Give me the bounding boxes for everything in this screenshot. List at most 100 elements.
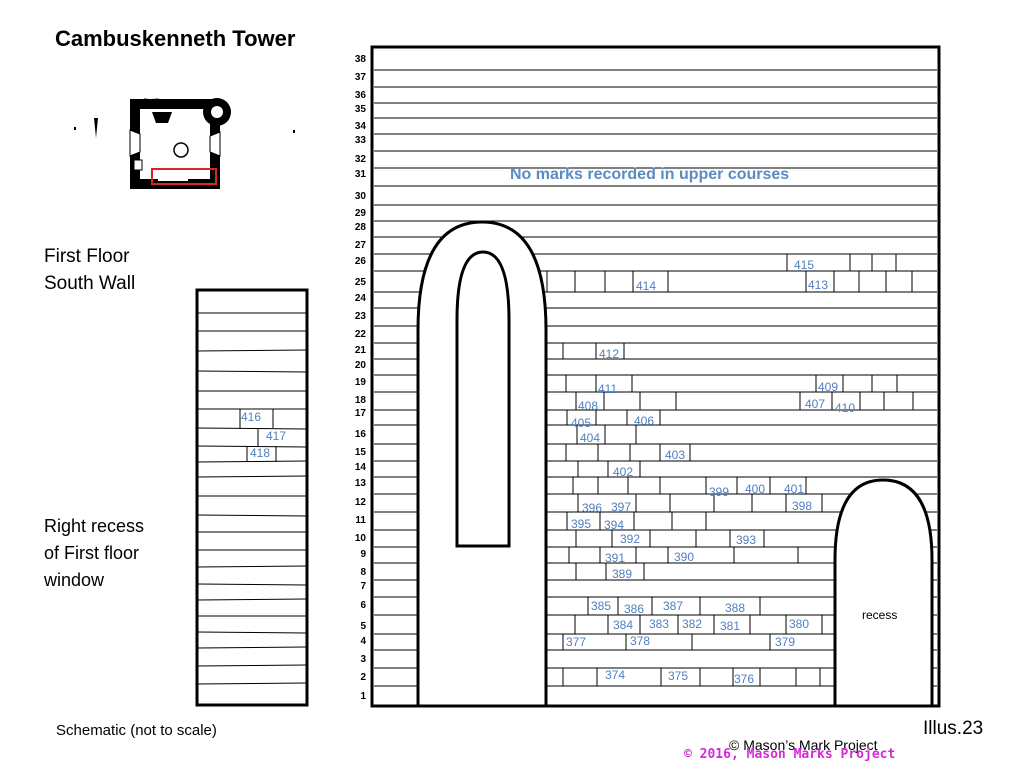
highlight-box <box>151 168 217 185</box>
course-number: 18 <box>354 395 366 406</box>
plan-floor-label: First Floor <box>144 98 167 104</box>
mason-mark-410: 410 <box>835 401 856 415</box>
main-wall <box>370 45 941 708</box>
course-number: 8 <box>360 567 366 578</box>
mason-mark-382: 382 <box>682 617 703 631</box>
mason-mark-376: 376 <box>734 672 755 686</box>
mason-mark-416: 416 <box>241 410 262 424</box>
mason-mark-418: 418 <box>250 446 271 460</box>
recess-course-line <box>196 514 307 517</box>
recess-course-line <box>196 664 307 667</box>
mason-mark-391: 391 <box>605 551 626 565</box>
mason-mark-400: 400 <box>745 482 766 496</box>
recess-course-line <box>196 370 307 373</box>
recess-course-line <box>196 598 307 601</box>
illustration-number: Illus.23 <box>923 718 984 739</box>
course-number: 30 <box>354 191 366 202</box>
mason-mark-411: 411 <box>598 382 618 396</box>
mason-mark-393: 393 <box>736 533 757 547</box>
course-number: 7 <box>360 581 366 592</box>
recess-arch-label: recess <box>862 608 898 622</box>
course-number: 17 <box>354 408 366 419</box>
page-title: Cambuskenneth Tower <box>55 26 296 51</box>
recess-course-line <box>196 349 307 352</box>
mason-mark-375: 375 <box>668 669 689 683</box>
recess-course-line <box>196 565 307 568</box>
course-number: 4 <box>360 636 366 647</box>
mason-mark-402: 402 <box>613 465 634 479</box>
course-number: 1 <box>360 691 366 702</box>
mason-mark-396: 396 <box>582 501 603 515</box>
mason-mark-374: 374 <box>605 668 626 682</box>
course-number: 36 <box>354 90 366 101</box>
mason-mark-379: 379 <box>775 635 796 649</box>
mason-mark-390: 390 <box>674 550 695 564</box>
mason-mark-414: 414 <box>636 279 657 293</box>
course-number: 29 <box>354 208 366 219</box>
course-number: 11 <box>355 515 366 526</box>
mason-mark-378: 378 <box>630 634 651 648</box>
mason-mark-403: 403 <box>665 448 686 462</box>
course-number: 3 <box>360 654 366 665</box>
mason-mark-392: 392 <box>620 532 641 546</box>
main-wall-outline <box>370 45 941 708</box>
recess-course-line <box>196 646 307 649</box>
course-number: 14 <box>354 462 366 473</box>
course-number: 31 <box>354 169 366 180</box>
mason-mark-386: 386 <box>624 602 645 616</box>
course-number: 13 <box>354 478 366 489</box>
window-opening <box>455 250 511 548</box>
recess-wall <box>195 288 309 707</box>
mason-mark-399: 399 <box>709 485 730 499</box>
mason-mark-401: 401 <box>784 482 805 496</box>
mason-mark-405: 405 <box>571 416 592 430</box>
recess-course-line <box>196 427 307 430</box>
recess-course-line <box>196 460 307 463</box>
mason-mark-413: 413 <box>808 278 829 292</box>
mason-mark-397: 397 <box>611 500 632 514</box>
mason-mark-394: 394 <box>604 518 625 532</box>
course-number: 27 <box>354 240 366 251</box>
recess-course-line <box>196 631 307 634</box>
no-marks-note: No marks recorded in upper courses <box>510 166 790 183</box>
course-number: 37 <box>354 72 366 83</box>
north-arrow-icon <box>94 118 98 138</box>
mason-mark-412: 412 <box>599 347 620 361</box>
watermark: © 2016, Mason Marks Project <box>684 747 896 762</box>
mason-mark-417: 417 <box>266 429 287 443</box>
mason-mark-415: 415 <box>794 258 815 272</box>
recess-course-line <box>196 475 307 478</box>
recess-course-line <box>196 583 307 586</box>
course-number: 25 <box>354 277 366 288</box>
mason-mark-395: 395 <box>571 517 592 531</box>
course-number: 38 <box>354 54 366 65</box>
floor-plan-svg: First Floor <box>74 98 295 189</box>
course-number: 35 <box>354 104 366 115</box>
mason-mark-383: 383 <box>649 617 670 631</box>
course-number: 10 <box>354 533 366 544</box>
course-number: 23 <box>354 311 366 322</box>
mason-mark-409: 409 <box>818 380 839 394</box>
course-number: 19 <box>354 377 366 388</box>
mason-mark-387: 387 <box>663 599 684 613</box>
course-number: 21 <box>354 345 366 356</box>
course-number: 24 <box>354 293 366 304</box>
recess-course-line <box>196 445 307 448</box>
mason-mark-385: 385 <box>591 599 612 613</box>
course-number: 22 <box>354 329 366 340</box>
recess-course-line <box>196 682 307 685</box>
course-number: 26 <box>354 256 366 267</box>
mason-mark-398: 398 <box>792 499 813 513</box>
course-number: 5 <box>360 621 366 632</box>
mason-mark-406: 406 <box>634 414 655 428</box>
mason-mark-389: 389 <box>612 567 633 581</box>
mason-mark-388: 388 <box>725 601 746 615</box>
mason-mark-380: 380 <box>789 617 810 631</box>
course-number: 32 <box>354 154 366 165</box>
course-number: 12 <box>354 497 366 508</box>
course-number: 28 <box>354 222 366 233</box>
mason-mark-404: 404 <box>580 431 601 445</box>
